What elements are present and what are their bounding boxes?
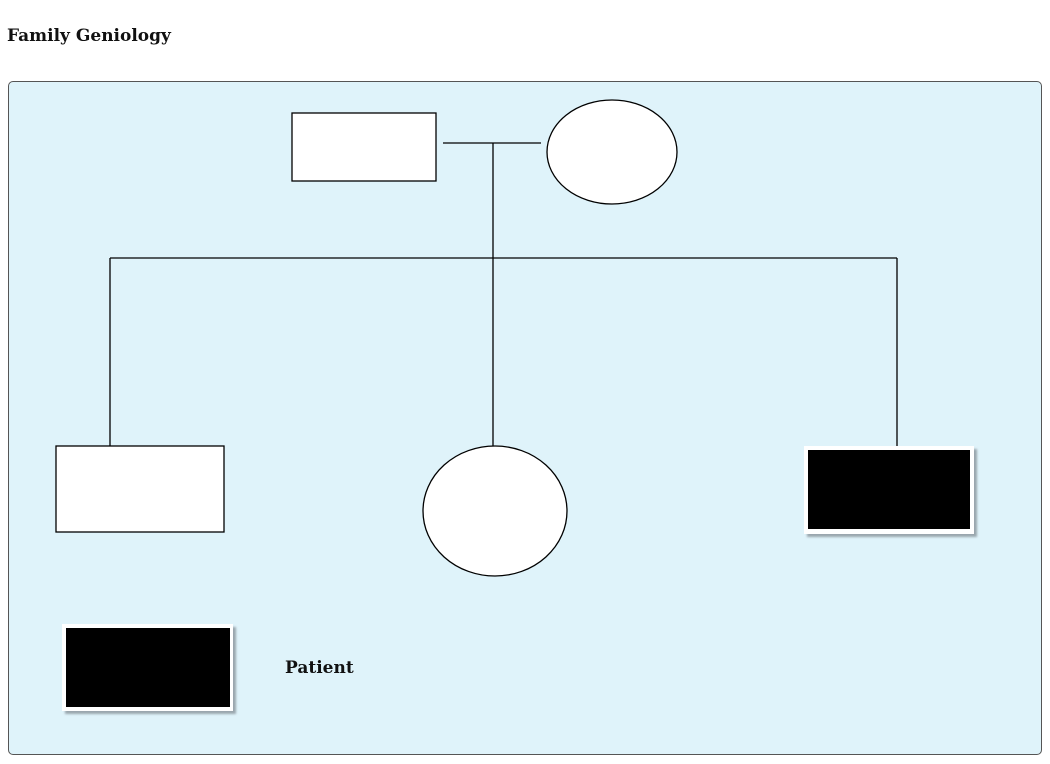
patient-square-affected bbox=[804, 446, 974, 534]
daughter-circle bbox=[422, 445, 568, 577]
father-square bbox=[291, 112, 437, 182]
mother-circle bbox=[546, 99, 678, 205]
legend-patient-label: Patient bbox=[285, 658, 354, 678]
page-title: Family Geniology bbox=[7, 26, 171, 46]
son-left-square bbox=[55, 445, 225, 533]
legend-affected-symbol bbox=[62, 624, 233, 711]
